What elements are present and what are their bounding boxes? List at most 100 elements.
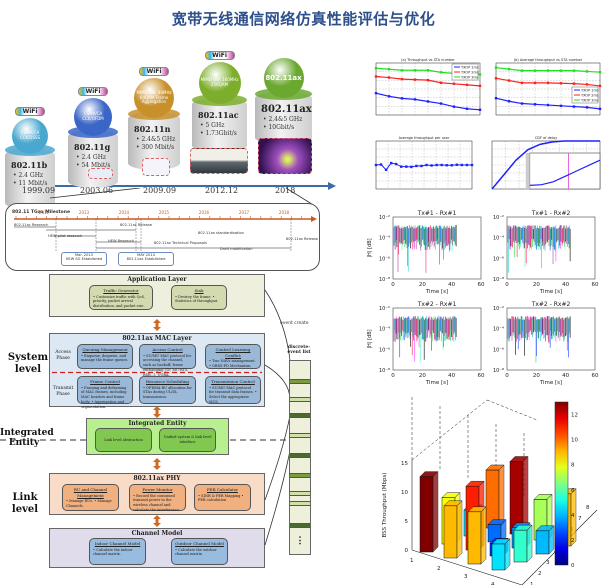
- power-monitor-box: Power Monitor • Record the consumed tran…: [129, 484, 186, 512]
- data-point: [470, 163, 474, 167]
- data-point: [413, 98, 417, 101]
- subplot-title: Tx#1 - Rx#1: [417, 210, 457, 217]
- y-tick-label: 10⁻⁶: [379, 256, 390, 262]
- box-title: Frame Control: [90, 379, 120, 384]
- timeline-year: 2018: [275, 186, 296, 195]
- ms-label-research: 802.11ac Research: [14, 223, 49, 227]
- standard-ball: CSMA/CA CCK/DSSS: [12, 118, 48, 154]
- box-text: • Calculate the indoor channel matrix.: [93, 547, 133, 557]
- event-entry: [290, 523, 310, 528]
- y-tick-label: 10⁻⁸: [493, 277, 504, 283]
- data-point: [478, 108, 482, 111]
- x-axis-label: Time [s]: [539, 380, 562, 386]
- timeline-year: 2003.06: [80, 186, 114, 195]
- x-tick-label: 40: [562, 373, 569, 379]
- data-point: [400, 77, 404, 81]
- phy-layer-title: 802.11ax PHY: [133, 475, 181, 482]
- wifi-logo-icon: WiFi: [204, 51, 235, 60]
- transmit-phase-label: Transmit Phase: [52, 386, 74, 397]
- box-text: • OFDMA RU allocation for STAs during UL…: [143, 385, 192, 400]
- event-entry: [290, 453, 310, 458]
- data-point: [395, 162, 398, 166]
- milestone-year: 2017: [239, 210, 250, 215]
- timeline-year: 2012.12: [205, 186, 239, 195]
- colorbar-tick-label: 6: [571, 488, 575, 494]
- data-point: [572, 69, 576, 72]
- data-point: [465, 163, 469, 167]
- milestone-year: 2018: [279, 210, 290, 215]
- standard-ball: MIMO BW: 160MHz 256QAM: [198, 62, 241, 104]
- data-point: [533, 81, 537, 85]
- x-tick-label: 20: [533, 282, 540, 288]
- line-chart-cdf: CDF of delay: [491, 136, 601, 190]
- data-point: [465, 83, 469, 87]
- data-point: [572, 82, 576, 85]
- bidirectional-arrow-icon: [153, 458, 161, 470]
- x-tick-label: 40: [448, 373, 455, 379]
- z-tick-label: 10: [401, 490, 408, 496]
- access-phase-label: Access Phase: [55, 350, 71, 361]
- milestone-year: 2016: [199, 210, 210, 215]
- data-point: [559, 69, 563, 72]
- data-point: [494, 66, 498, 69]
- event-entry: [290, 433, 310, 438]
- bidirectional-arrow-icon: [153, 406, 161, 418]
- standard-spec: • 1.73Gbit/s: [200, 130, 237, 137]
- wifi-logo-icon: WiFi: [15, 107, 45, 116]
- bar-side: [522, 455, 529, 535]
- bidirectional-arrow-icon: [153, 515, 161, 527]
- ms-label-standardisation: 802.11ax standardisation: [198, 231, 244, 235]
- standard-name: 802.11g: [74, 142, 111, 152]
- channel-model-layer: Channel Model Indoor Channel Model • Cal…: [49, 528, 265, 568]
- event-create-label: event create: [280, 321, 309, 326]
- data-point: [387, 68, 391, 71]
- ms-label-hew-pilot: HEW pilot research: [48, 234, 83, 238]
- x-tick-label: 20: [533, 373, 540, 379]
- bar-side: [526, 524, 533, 563]
- x-tick-label: 60: [592, 282, 599, 288]
- bar-side: [500, 518, 507, 543]
- standard-spec: • 54 Mbit/s: [76, 162, 111, 169]
- data-point: [387, 76, 391, 79]
- data-point: [415, 164, 418, 168]
- wifi-logo-icon: WiFi: [139, 67, 169, 76]
- link-abstraction-box: Link level abstraction: [95, 428, 152, 452]
- subplot-area: [506, 216, 596, 280]
- milestone-year: 2015: [159, 210, 170, 215]
- y-tick-label: 10⁻⁶: [493, 256, 504, 262]
- legend-entry: TXOP 3ms: [580, 99, 599, 103]
- y-tick-label: 10⁻²: [493, 306, 504, 312]
- event-entry: [290, 379, 310, 384]
- data-point: [546, 103, 550, 107]
- grid-line: [411, 399, 488, 461]
- box-text: • Framing and deframing of MAC frames, i…: [81, 385, 127, 410]
- data-point: [585, 106, 589, 109]
- bar: [443, 505, 458, 559]
- data-point: [546, 81, 550, 85]
- event-entry: [290, 397, 310, 402]
- phase-divider: [52, 371, 262, 374]
- y-tick-label: 10⁻⁴: [493, 236, 504, 242]
- x-tick-label: 20: [419, 373, 426, 379]
- event-list-ellipsis: ⋮: [295, 536, 305, 546]
- bar: [467, 511, 482, 565]
- standard-spec: • 2.4 GHz: [13, 172, 44, 179]
- x-tick-label: 20: [419, 282, 426, 288]
- timeline-year: 1999.09: [22, 186, 56, 195]
- data-point: [452, 82, 456, 85]
- y-tick-label: 1: [530, 582, 534, 585]
- ms-box-hew-sg: Mar. 2013 HEW SG Established: [61, 252, 107, 266]
- z-tick-label: 5: [405, 519, 409, 525]
- x-axis-label: Time [s]: [425, 289, 448, 295]
- access-control-box: Access Control • SU/MU MAC protocol for …: [139, 344, 196, 377]
- subplot-title: Tx#1 - Rx#2: [531, 210, 571, 217]
- subplot-title: Tx#2 - Rx#1: [417, 301, 457, 308]
- ru-channel-management-box: RU and Channel Management • Manage RUs. …: [62, 484, 119, 511]
- box-text: • Calculate the outdoor channel matrix.: [175, 547, 217, 557]
- traffic-generator-box: Traffic Generator • Customize traffic wi…: [89, 285, 153, 310]
- application-layer-title: Application Layer: [127, 276, 187, 283]
